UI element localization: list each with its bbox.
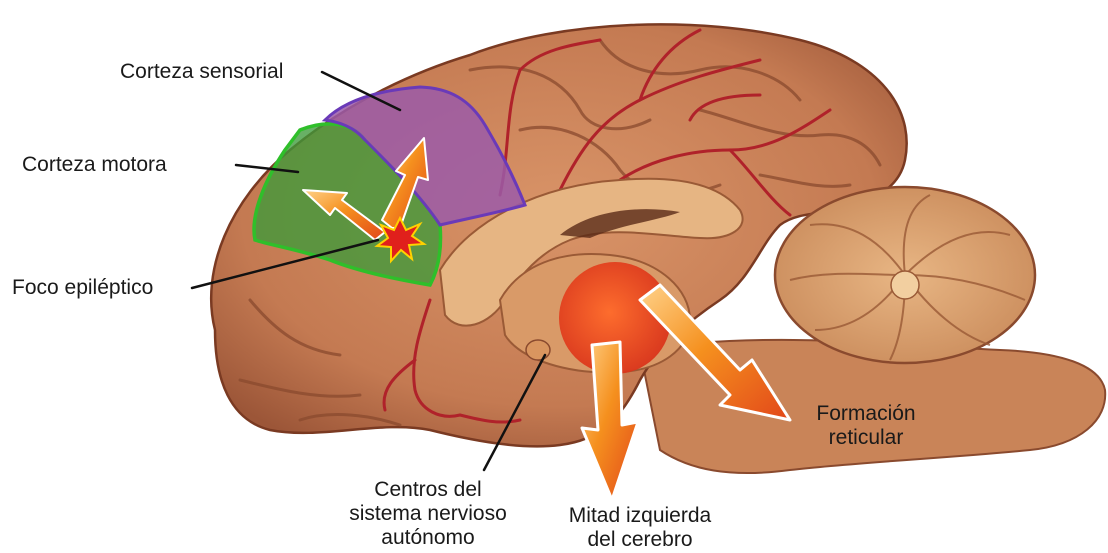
label-autonomic-line1: Centros del: [318, 478, 538, 502]
label-reticular-line1: Formación: [796, 402, 936, 426]
label-reticular-formation: Formación reticular: [796, 402, 936, 450]
label-motor-cortex: Corteza motora: [22, 153, 167, 177]
label-autonomic-centers: Centros del sistema nervioso autónomo: [318, 478, 538, 550]
label-autonomic-line3: autónomo: [318, 526, 538, 550]
label-sensory-cortex: Corteza sensorial: [120, 60, 283, 84]
label-epileptic-focus: Foco epiléptico: [12, 276, 153, 300]
hypophysis: [526, 340, 550, 360]
label-reticular-line2: reticular: [796, 426, 936, 450]
label-left-hemisphere-line1: Mitad izquierda: [540, 504, 740, 528]
label-left-hemisphere: Mitad izquierda del cerebro: [540, 504, 740, 552]
label-autonomic-line2: sistema nervioso: [318, 502, 538, 526]
label-left-hemisphere-line2: del cerebro: [540, 528, 740, 552]
cerebellum: [775, 187, 1035, 363]
